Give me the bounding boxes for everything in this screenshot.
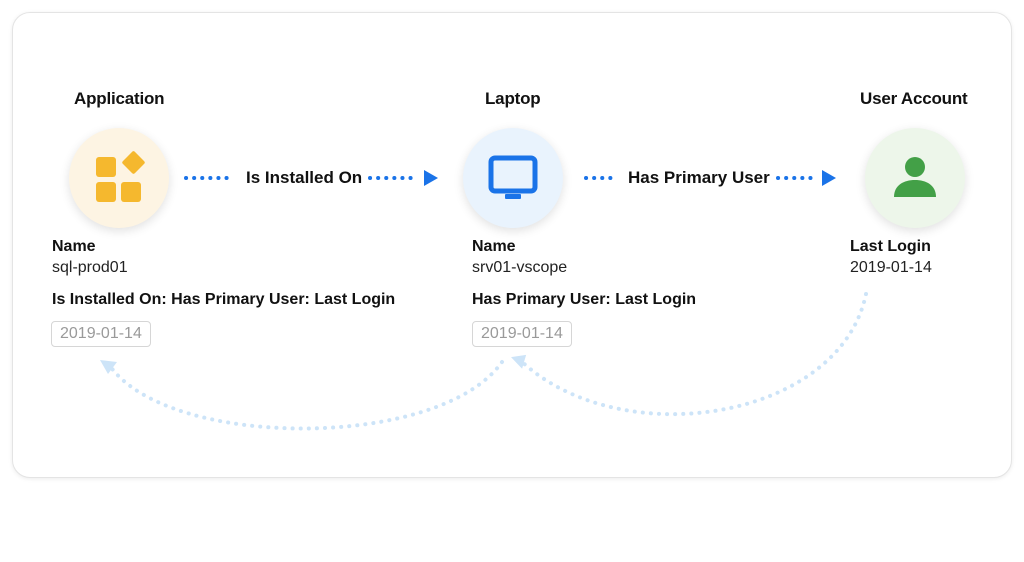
application-field-label: Name	[52, 238, 96, 255]
application-path-label: Is Installed On: Has Primary User: Last …	[52, 291, 396, 308]
application-path-value[interactable]: 2019-01-14	[51, 321, 151, 347]
node-laptop[interactable]	[463, 128, 563, 228]
node-title-laptop: Laptop	[485, 89, 541, 108]
node-title-user-account: User Account	[860, 89, 968, 108]
node-user-account[interactable]	[865, 128, 965, 228]
widgets-icon	[96, 151, 145, 202]
node-title-application: Application	[74, 89, 165, 108]
laptop-path-label: Has Primary User: Last Login	[472, 291, 697, 308]
monitor-icon	[488, 155, 538, 199]
person-icon	[894, 157, 936, 197]
edge-label-primary-user: Has Primary User	[628, 168, 770, 187]
user-account-field-label: Last Login	[850, 238, 931, 255]
laptop-path-value[interactable]: 2019-01-14	[472, 321, 572, 347]
application-field-value: sql-prod01	[52, 259, 128, 276]
node-application[interactable]	[69, 128, 169, 228]
laptop-field-label: Name	[472, 238, 516, 255]
edge-label-installed-on: Is Installed On	[246, 168, 363, 187]
user-account-field-value: 2019-01-14	[850, 259, 932, 276]
laptop-field-value: srv01-vscope	[472, 259, 568, 276]
